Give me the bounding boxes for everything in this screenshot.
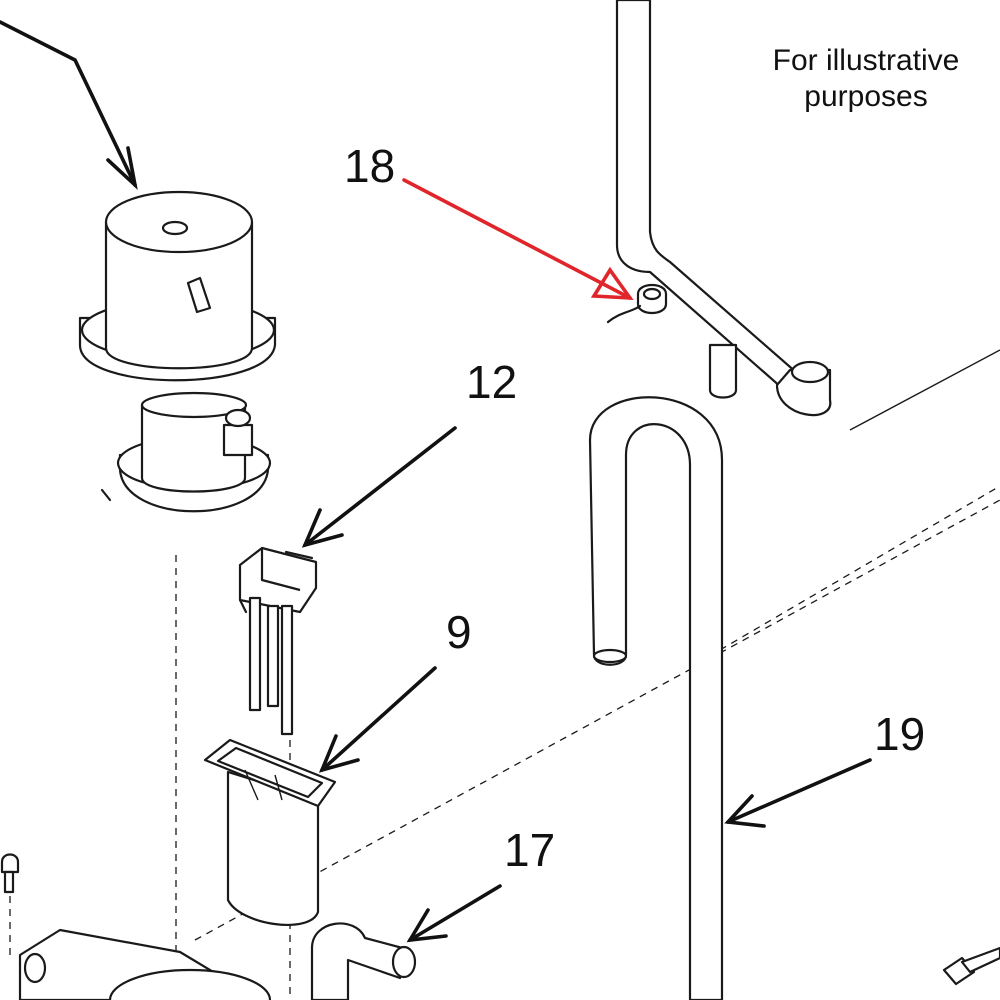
leader-arrowhead-motor bbox=[106, 146, 138, 191]
leader-arrowhead-19 bbox=[724, 794, 766, 828]
note-line-1: For illustrative bbox=[773, 44, 960, 77]
leader-arrow-9 bbox=[320, 666, 437, 772]
screw-right bbox=[942, 946, 1000, 986]
leader-arrow-motor bbox=[0, 20, 137, 187]
leader-arrowhead-17 bbox=[406, 908, 448, 943]
callout-labels: 18 12 9 19 17 bbox=[344, 140, 925, 876]
pump-motor-assembly bbox=[78, 190, 277, 513]
callout-17: 17 bbox=[504, 824, 555, 876]
screw-left bbox=[0, 853, 20, 894]
leader-arrows bbox=[0, 20, 872, 943]
note-line-2: purposes bbox=[804, 80, 927, 113]
leader-arrow-19 bbox=[726, 758, 872, 824]
manifold-tube bbox=[606, 0, 832, 416]
leader-arrow-18 bbox=[402, 178, 632, 300]
callout-12: 12 bbox=[466, 356, 517, 408]
callout-18: 18 bbox=[344, 140, 395, 192]
float-switch bbox=[238, 546, 318, 736]
leader-arrowhead-9 bbox=[318, 734, 360, 773]
elbow-fitting bbox=[310, 922, 417, 1000]
drain-hose bbox=[588, 396, 724, 1000]
leader-arrowhead-18 bbox=[590, 266, 634, 301]
illustrative-note: For illustrative purposes bbox=[773, 44, 960, 113]
callout-9: 9 bbox=[446, 606, 472, 658]
leader-arrow-12 bbox=[303, 426, 457, 547]
reservoir-tub bbox=[203, 738, 337, 926]
leader-arrowhead-12 bbox=[301, 508, 344, 548]
leader-arrow-17 bbox=[408, 884, 502, 942]
callout-19: 19 bbox=[874, 708, 925, 760]
pump-base bbox=[18, 928, 272, 1000]
